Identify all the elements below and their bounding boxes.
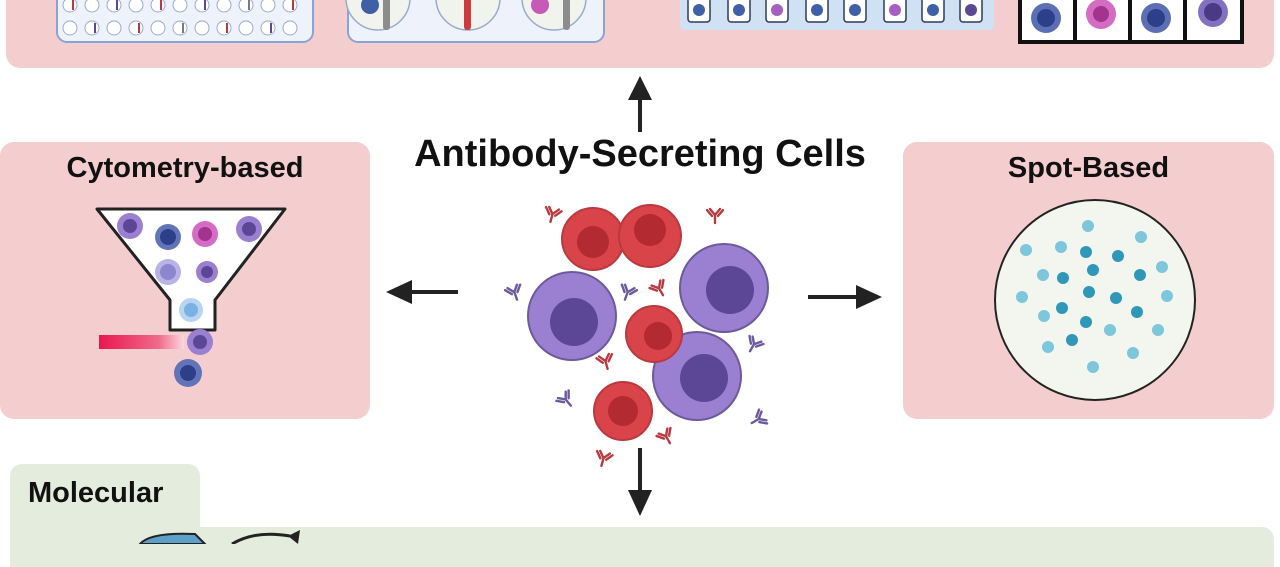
top-microwells <box>680 0 994 30</box>
center-title: Antibody-Secreting Cells <box>414 133 866 175</box>
cytometry-title: Cytometry-based <box>66 152 304 184</box>
top-cell-grid <box>1018 0 1244 44</box>
arrow-down <box>628 448 652 516</box>
arrow-left <box>386 280 458 304</box>
molecular-title: Molecular <box>28 477 164 509</box>
arrow-right <box>808 285 882 309</box>
cell-cluster <box>527 204 769 441</box>
top-well-plate <box>56 0 314 43</box>
spot-title: Spot-Based <box>1007 152 1170 184</box>
molecular-icons <box>138 530 300 544</box>
diagram-graphics <box>56 0 1244 544</box>
spot-panel: Spot-Based <box>903 142 1274 419</box>
cytometry-funnel <box>95 207 287 387</box>
spot-dish <box>994 199 1196 401</box>
arrow-up <box>628 76 652 132</box>
top-wells-large <box>345 0 605 43</box>
